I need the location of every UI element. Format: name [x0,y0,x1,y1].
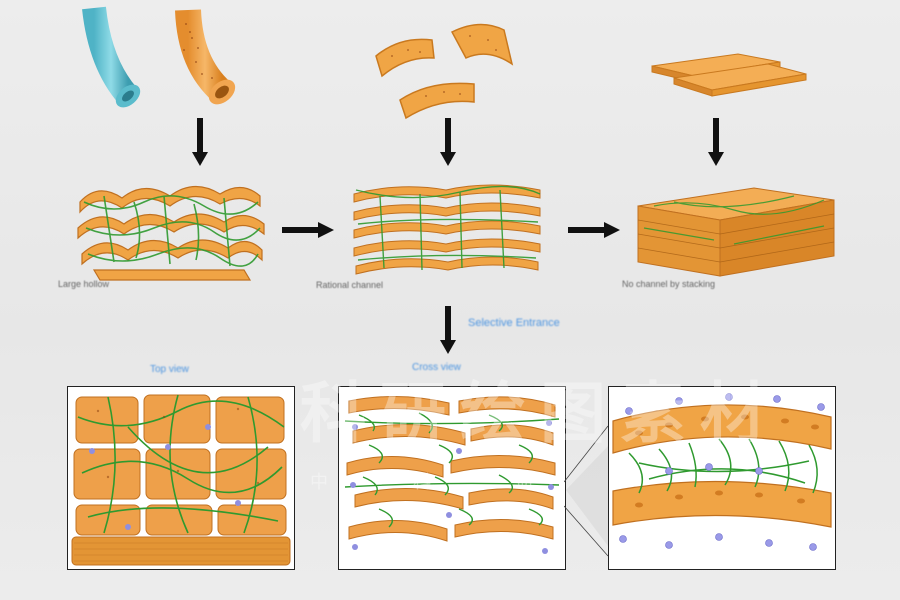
down-arrow-center [440,306,456,356]
right-arrow-2 [568,222,620,238]
orange-tube-illustration [172,4,244,114]
panel-top-view [67,386,295,570]
flat-sheets-illustration [648,48,812,104]
label-no-channel: No channel by stacking [622,279,716,289]
watermark-sub: 中 科 研 [310,472,575,492]
panel-cross-view [338,386,566,570]
large-hollow-structure [74,172,270,284]
label-large-hollow: Large hollow [58,279,110,289]
right-arrow-1 [282,222,334,238]
label-rational-channel: Rational channel [316,280,384,290]
curved-fragments-illustration [370,12,520,120]
down-arrow-1 [192,118,208,168]
watermark-main: 科研绘图素材 [300,376,780,450]
zoom-connector-lines [564,386,610,570]
blue-tube-illustration [80,4,150,116]
stacked-no-channel-structure [634,184,838,280]
label-selective-entrance: Selective Entrance [468,317,560,329]
down-arrow-2 [440,118,456,168]
down-arrow-3 [708,118,724,168]
panel-zoom-detail [608,386,836,570]
label-cross-view: Cross view [412,362,461,373]
label-top-view: Top view [150,364,189,375]
rational-channel-structure [350,176,546,286]
